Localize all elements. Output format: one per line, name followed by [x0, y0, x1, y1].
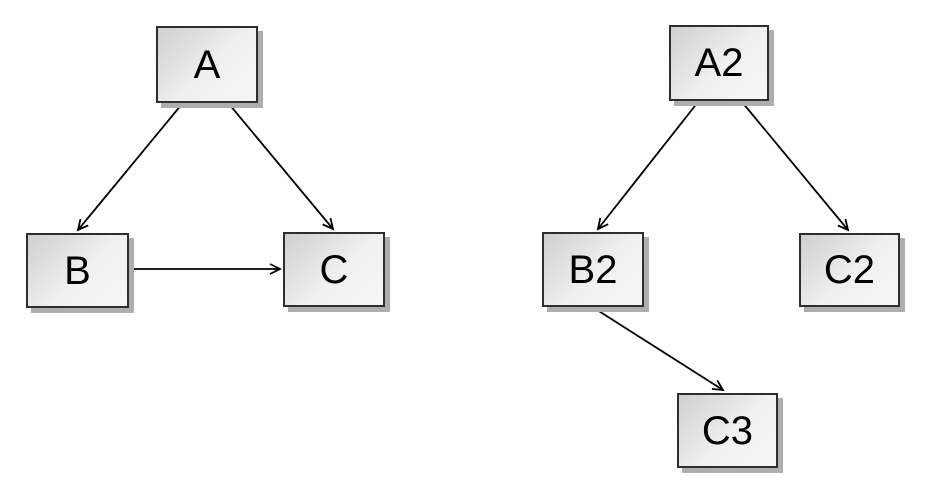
edge-a-c — [228, 103, 333, 229]
node-a-label: A — [193, 42, 221, 87]
node-a2[interactable]: A2 — [669, 25, 769, 101]
edge-b2-c3 — [593, 307, 723, 390]
node-b2-label: B2 — [568, 247, 618, 292]
edge-a2-b2 — [598, 101, 699, 229]
node-b2[interactable]: B2 — [542, 232, 644, 307]
node-c[interactable]: C — [283, 232, 385, 307]
node-c3[interactable]: C3 — [677, 393, 778, 468]
node-a2-label: A2 — [694, 41, 744, 85]
node-b[interactable]: B — [26, 233, 129, 308]
node-c3-label: C3 — [701, 408, 754, 453]
node-c2-label: C2 — [823, 248, 876, 292]
node-c2[interactable]: C2 — [799, 233, 900, 307]
node-a[interactable]: A — [156, 26, 258, 103]
node-b-label: B — [64, 248, 91, 293]
edge-a-b — [78, 103, 183, 230]
edge-a2-c2 — [741, 101, 848, 230]
node-c-label: C — [319, 247, 349, 292]
